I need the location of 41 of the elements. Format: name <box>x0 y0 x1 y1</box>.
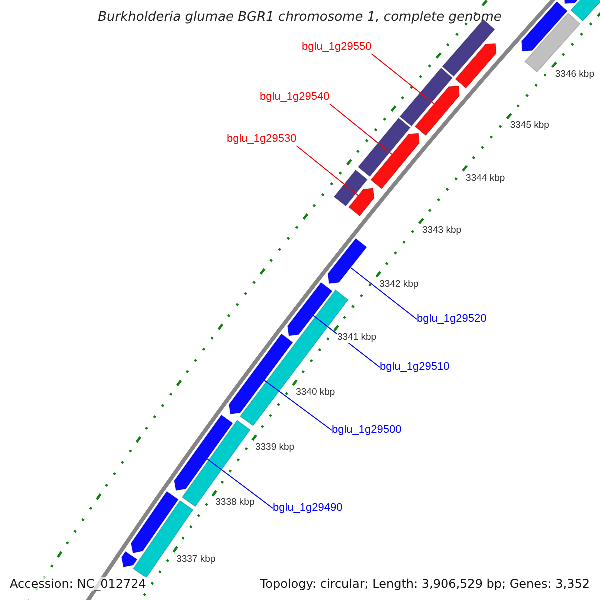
scale-label: 3346 kbp <box>555 68 594 80</box>
scale-label: 3345 kbp <box>510 120 550 132</box>
scale-label: 3338 kbp <box>216 497 255 508</box>
scale-label: 3340 kbp <box>296 386 336 398</box>
genome-info-text: Topology: circular; Length: 3,906,529 bp; Genes: 3,352 <box>258 577 592 591</box>
leader-line <box>206 458 274 509</box>
gene-label: bglu_1g29530 <box>227 133 297 146</box>
scale-label: 3342 kbp <box>380 278 419 290</box>
leader-line <box>329 104 393 156</box>
leader-line <box>350 267 418 320</box>
scale-label: 3339 kbp <box>255 442 295 453</box>
scale-label: 3341 kbp <box>337 332 377 344</box>
gene-feature <box>358 118 411 178</box>
diagram-title: Burkholderia glumae BGR1 chromosome 1, complete genome <box>98 10 502 25</box>
gene-feature <box>121 551 138 568</box>
gene-label: bglu_1g29540 <box>260 91 330 104</box>
leader-line <box>371 54 435 105</box>
gene-feature <box>287 282 333 336</box>
gene-feature <box>228 334 294 415</box>
gene-feature <box>334 170 368 207</box>
gene-feature <box>521 1 568 52</box>
gene-feature <box>455 43 497 89</box>
gene-feature <box>570 0 600 22</box>
gene-feature <box>370 133 420 190</box>
gene-feature <box>130 491 180 554</box>
gene-label: bglu_1g29520 <box>417 313 487 326</box>
gene-feature <box>348 188 375 217</box>
scale-label: 3344 kbp <box>466 172 506 184</box>
gene-label: bglu_1g29500 <box>332 424 402 437</box>
gene-label: bglu_1g29550 <box>302 41 372 54</box>
gene-label: bglu_1g29490 <box>273 502 343 515</box>
gene-feature <box>400 68 454 127</box>
gene-feature <box>414 86 460 136</box>
leader-line <box>264 380 332 431</box>
gene-feature <box>328 238 368 284</box>
scale-label: 3343 kbp <box>422 225 462 236</box>
gene-feature <box>174 414 234 492</box>
leader-line <box>296 146 359 196</box>
scale-label: 3337 kbp <box>176 554 216 565</box>
accession-text: Accession: NC_012724 <box>8 577 148 591</box>
gene-label: bglu_1g29510 <box>380 361 450 374</box>
